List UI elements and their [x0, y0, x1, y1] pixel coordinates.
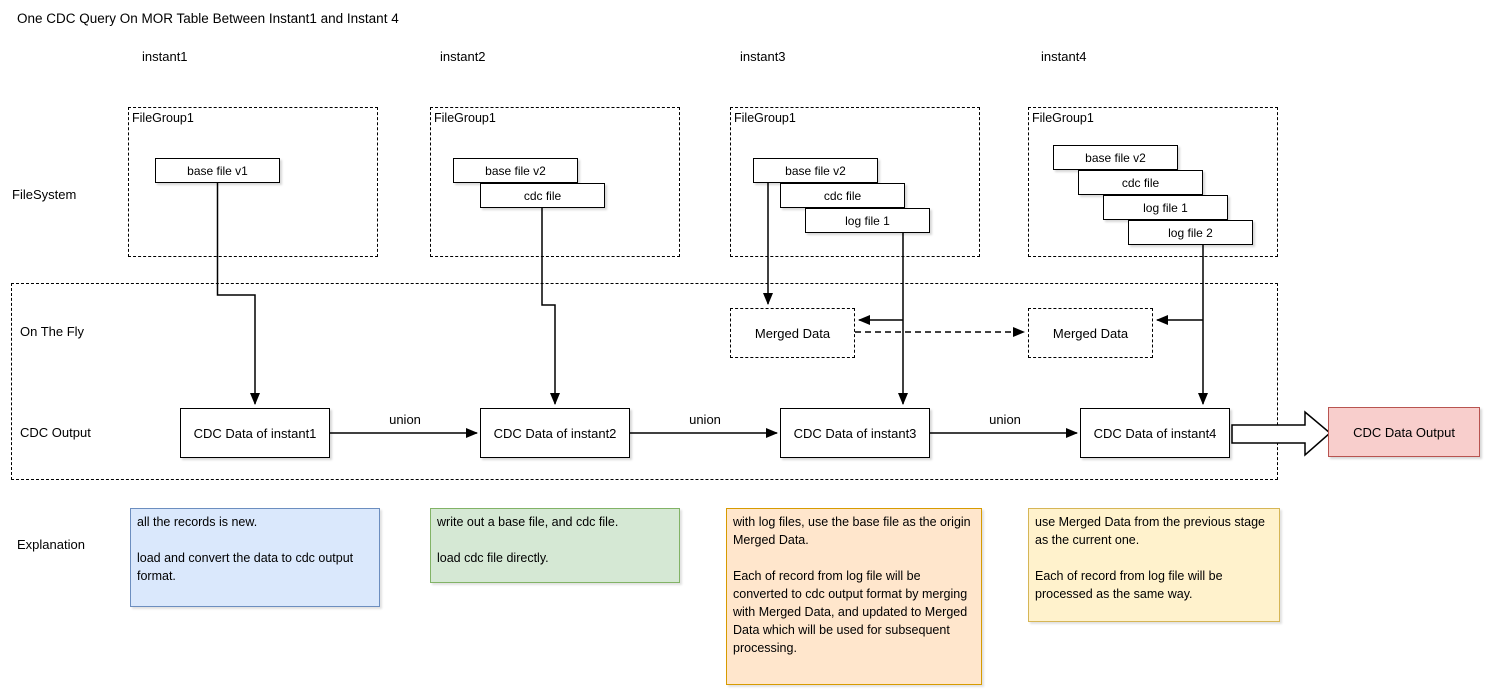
- column-header-instant2: instant2: [440, 49, 486, 64]
- merged-data-instant4: Merged Data: [1028, 308, 1153, 358]
- cdc-data-instant2: CDC Data of instant2: [480, 408, 630, 458]
- file-box: log file 2: [1128, 220, 1253, 245]
- union-label-1: union: [389, 412, 421, 427]
- column-header-instant4: instant4: [1041, 49, 1087, 64]
- filegroup-label: FileGroup1: [734, 111, 796, 125]
- file-label: base file v2: [485, 163, 546, 178]
- merged-data-instant3: Merged Data: [730, 308, 855, 358]
- file-label: cdc file: [823, 188, 862, 203]
- file-box: cdc file: [1078, 170, 1203, 195]
- cdc-data-label: CDC Data of instant3: [793, 425, 917, 441]
- file-label: cdc file: [523, 188, 562, 203]
- file-box: base file v2: [753, 158, 878, 183]
- cdc-data-label: CDC Data of instant1: [193, 425, 317, 441]
- file-box: cdc file: [480, 183, 605, 208]
- cdc-data-instant1: CDC Data of instant1: [180, 408, 330, 458]
- file-label: base file v1: [187, 163, 248, 178]
- file-label: base file v2: [1085, 150, 1146, 165]
- file-box: log file 1: [805, 208, 930, 233]
- cdc-data-label: CDC Data of instant2: [493, 425, 617, 441]
- diagram-title: One CDC Query On MOR Table Between Insta…: [17, 11, 399, 26]
- file-box: base file v2: [1053, 145, 1178, 170]
- merged-data-label: Merged Data: [1052, 325, 1129, 341]
- row-label-filesystem: FileSystem: [12, 187, 77, 202]
- explanation-instant1: all the records is new. load and convert…: [130, 508, 380, 607]
- file-label: cdc file: [1121, 175, 1160, 190]
- explanation-instant2: write out a base file, and cdc file. loa…: [430, 508, 680, 583]
- column-header-instant3: instant3: [740, 49, 786, 64]
- cdc-data-label: CDC Data of instant4: [1093, 425, 1217, 441]
- filegroup-label: FileGroup1: [1032, 111, 1094, 125]
- row-label-explanation: Explanation: [17, 537, 85, 552]
- file-box: cdc file: [780, 183, 905, 208]
- merged-data-label: Merged Data: [754, 325, 831, 341]
- file-label: log file 2: [1168, 225, 1213, 240]
- filegroup-instant4: FileGroup1: [1028, 107, 1278, 257]
- file-label: base file v2: [785, 163, 846, 178]
- file-label: log file 1: [845, 213, 890, 228]
- union-label-3: union: [989, 412, 1021, 427]
- column-header-instant1: instant1: [142, 49, 188, 64]
- filegroup-label: FileGroup1: [434, 111, 496, 125]
- explanation-instant3: with log files, use the base file as the…: [726, 508, 982, 685]
- processing-region: [11, 283, 1278, 480]
- cdc-data-instant3: CDC Data of instant3: [780, 408, 930, 458]
- cdc-data-instant4: CDC Data of instant4: [1080, 408, 1230, 458]
- cdc-data-output-label: CDC Data Output: [1353, 424, 1455, 440]
- file-label: log file 1: [1143, 200, 1188, 215]
- row-label-cdc-output: CDC Output: [20, 425, 91, 440]
- explanation-instant4: use Merged Data from the previous stage …: [1028, 508, 1280, 622]
- file-box: log file 1: [1103, 195, 1228, 220]
- filegroup-label: FileGroup1: [132, 111, 194, 125]
- cdc-data-output-box: CDC Data Output: [1328, 407, 1480, 457]
- row-label-on-the-fly: On The Fly: [20, 324, 85, 339]
- file-box: base file v2: [453, 158, 578, 183]
- union-label-2: union: [689, 412, 721, 427]
- filegroup-instant3: FileGroup1: [730, 107, 980, 257]
- file-box: base file v1: [155, 158, 280, 183]
